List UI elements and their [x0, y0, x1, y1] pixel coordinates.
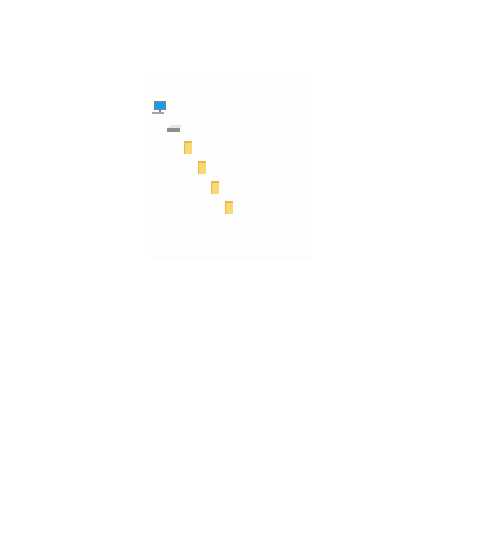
- drive-icon: [167, 125, 182, 132]
- tree-item-drive[interactable]: [165, 119, 187, 137]
- folder-icon: [184, 141, 192, 154]
- folder-icon: [225, 201, 233, 214]
- this-pc-icon: [152, 101, 166, 114]
- tree-item-folder[interactable]: [206, 179, 228, 197]
- tree-item-folder[interactable]: [179, 139, 201, 157]
- tree-item-this-pc[interactable]: [150, 98, 172, 116]
- tree-item-folder[interactable]: [193, 159, 215, 177]
- navigation-tree: [150, 72, 312, 260]
- folder-icon: [198, 161, 206, 174]
- folder-icon: [211, 181, 219, 194]
- tree-item-folder[interactable]: [220, 199, 242, 217]
